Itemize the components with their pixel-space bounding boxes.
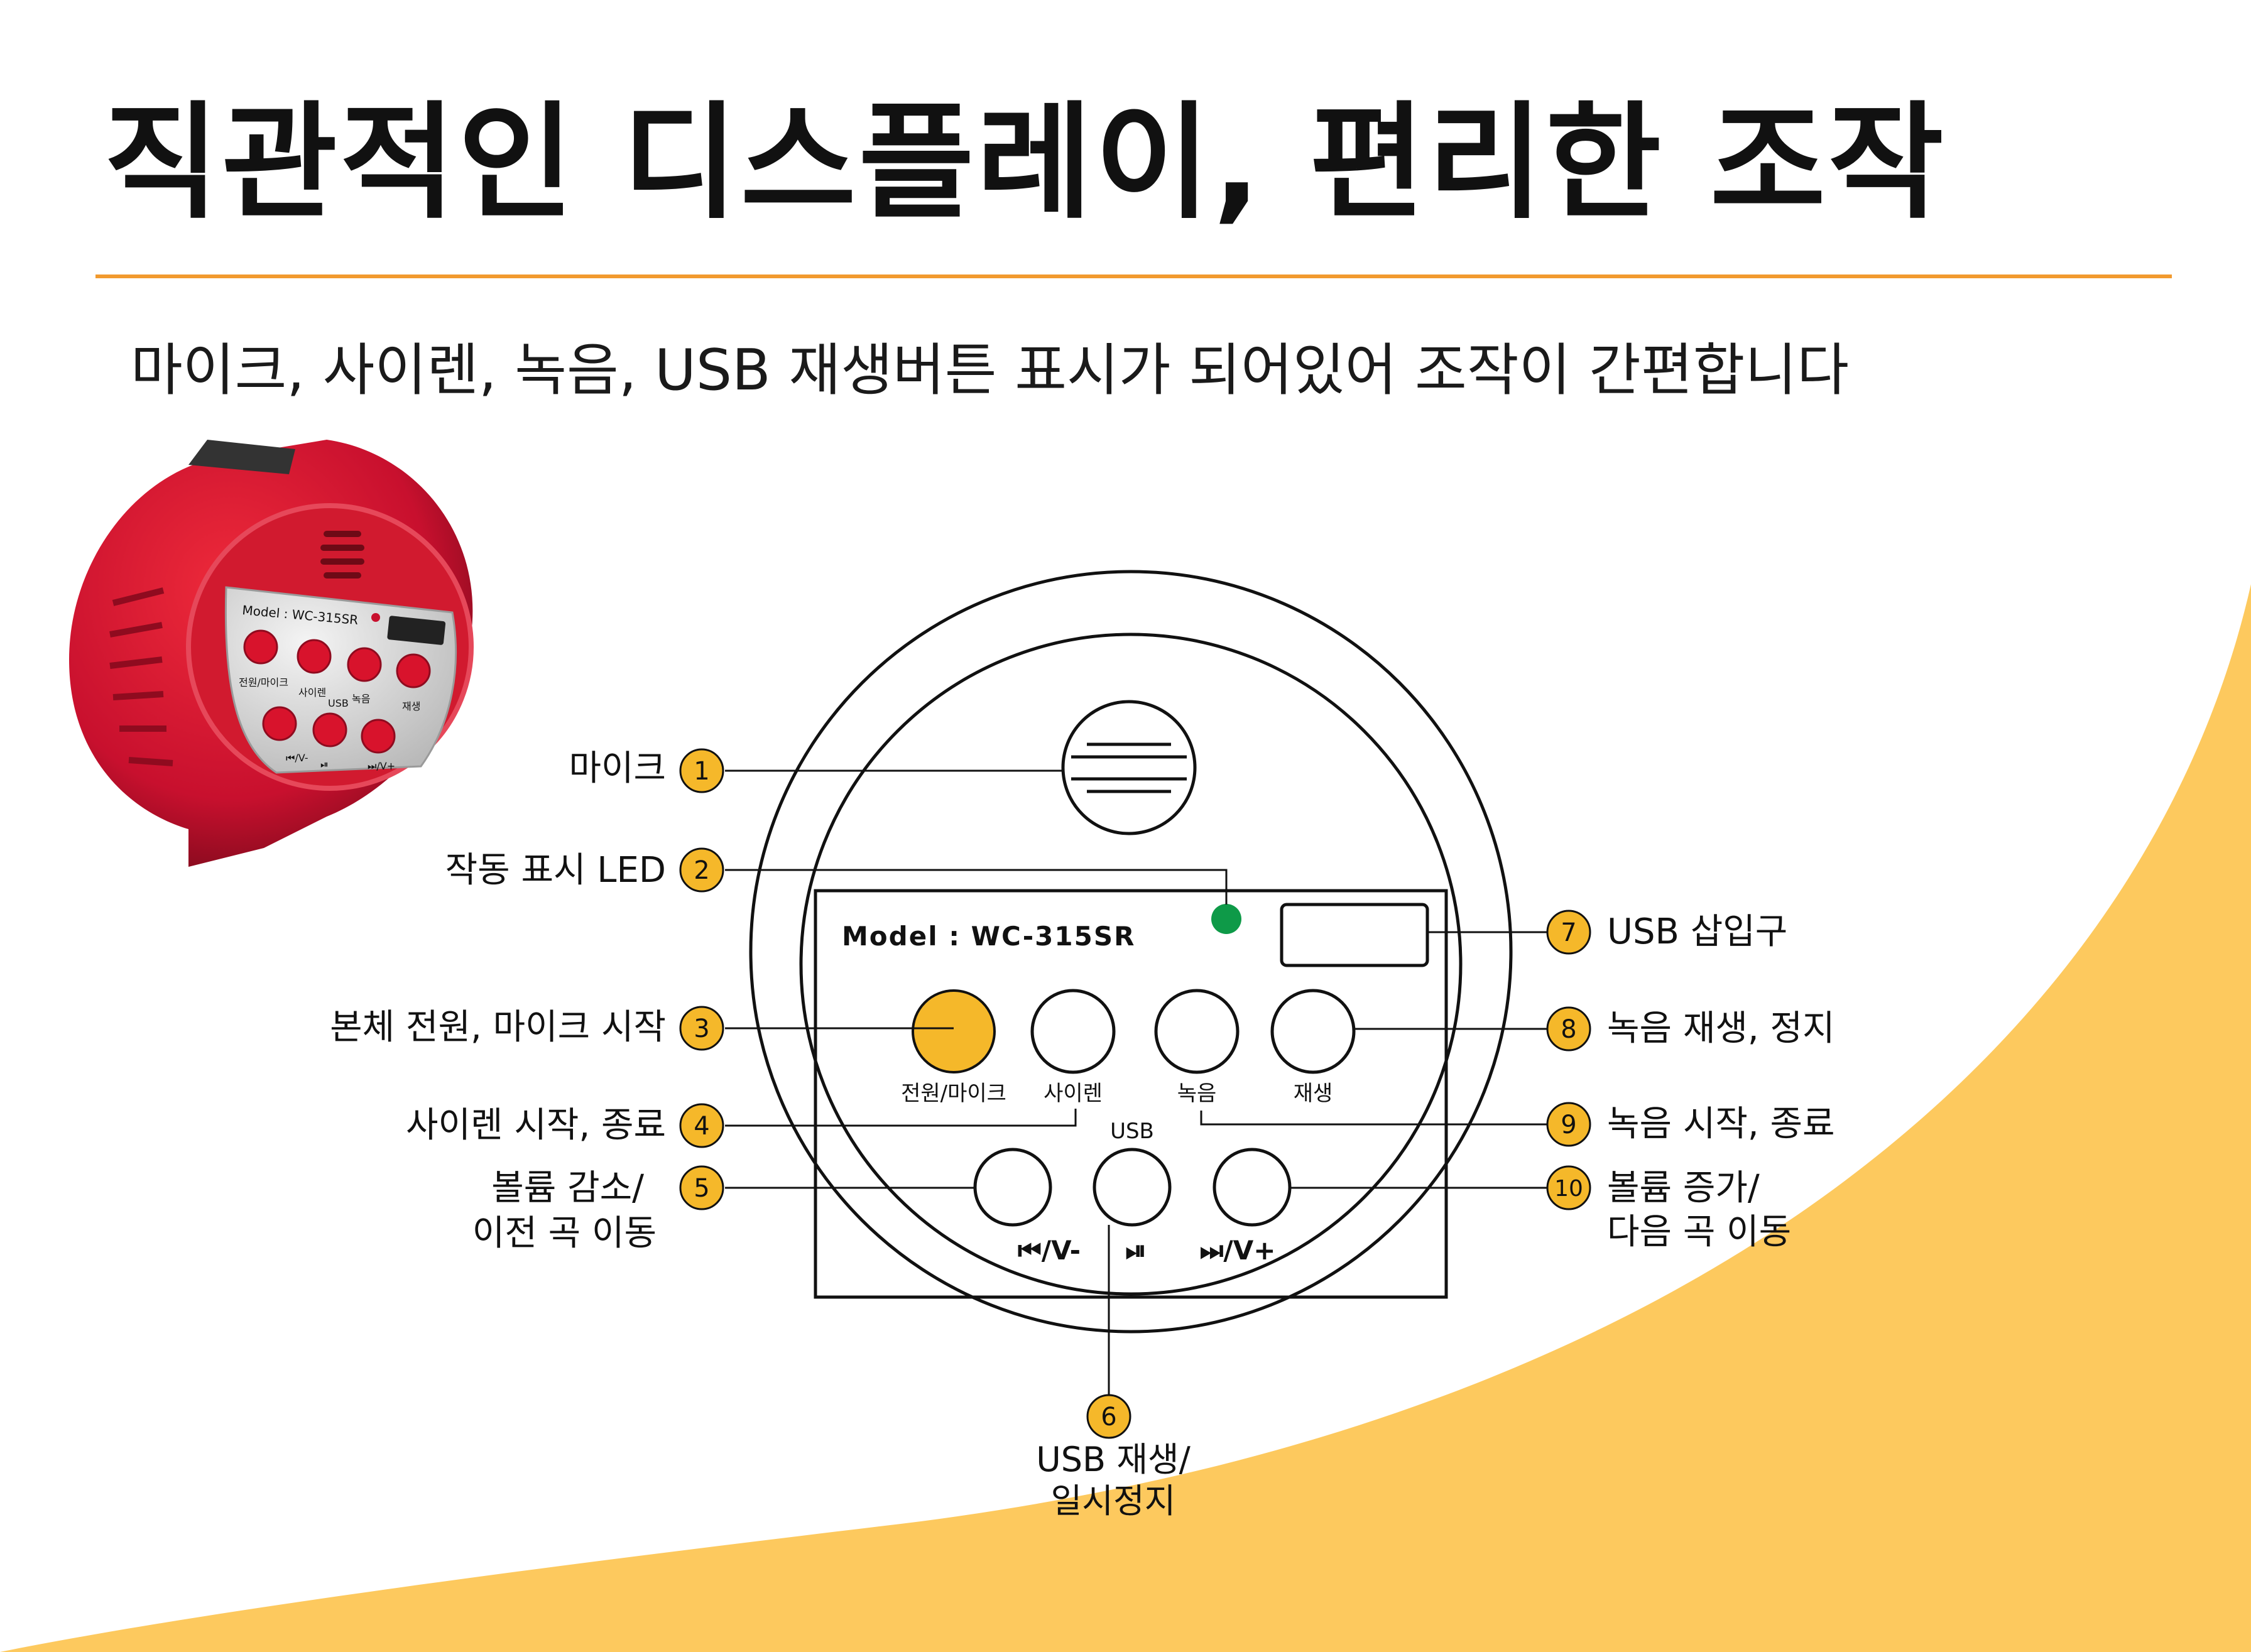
callout-2-label: 작동 표시 LED xyxy=(445,850,666,891)
svg-text:USB: USB xyxy=(328,697,349,709)
usb-slot xyxy=(1280,903,1429,967)
callout-10-label-1: 볼륨 증가/ xyxy=(1607,1168,1760,1209)
callout-6: 6 USB 재생/ 일시정지 xyxy=(1036,1394,1191,1521)
callout-10-label-2: 다음 곡 이동 xyxy=(1607,1212,1791,1253)
callout-3-label: 본체 전원, 마이크 시작 xyxy=(330,1007,666,1048)
photo-buttons xyxy=(243,629,431,754)
svg-text:8: 8 xyxy=(1561,1015,1576,1044)
svg-text:4: 4 xyxy=(694,1112,709,1141)
play-button[interactable] xyxy=(1270,989,1356,1074)
callouts: 1 마이크 2 작동 표시 LED 3 본체 전원, 마이크 시작 4 사이렌 … xyxy=(330,748,1834,1521)
panel-model-label: Model : WC-315SR xyxy=(842,921,1135,952)
power-mic-button[interactable] xyxy=(912,989,996,1073)
photo-usb-slot xyxy=(387,616,446,645)
callout-6-label-2: 일시정지 xyxy=(1051,1481,1176,1521)
label-play: 재생 xyxy=(1294,1081,1333,1106)
svg-text:6: 6 xyxy=(1101,1403,1116,1432)
callout-6-label-1: USB 재생/ xyxy=(1036,1440,1191,1479)
label-record: 녹음 xyxy=(1177,1081,1217,1106)
svg-text:⏭/V+: ⏭/V+ xyxy=(368,760,395,772)
title-divider xyxy=(95,274,2172,278)
svg-text:7: 7 xyxy=(1561,918,1576,947)
callout-8-label: 녹음 재생, 정지 xyxy=(1607,1008,1835,1049)
prev-vol-down-button[interactable] xyxy=(973,1148,1052,1227)
svg-text:전원/마이크: 전원/마이크 xyxy=(239,677,288,688)
usb-play-pause-button[interactable] xyxy=(1093,1148,1172,1227)
label-prev-vol-down: ⏮/V- xyxy=(1018,1235,1081,1266)
callout-7-label: USB 삽입구 xyxy=(1607,911,1787,952)
label-next-vol-up: ⏭/V+ xyxy=(1200,1235,1276,1266)
speaker-grille xyxy=(1061,700,1197,835)
page-subtitle: 마이크, 사이렌, 녹음, USB 재생버튼 표시가 되어있어 조작이 간편합니… xyxy=(131,337,1850,403)
callout-9: 9 녹음 시작, 종료 xyxy=(1546,1102,1835,1147)
callout-5: 5 볼륨 감소/ 이전 곡 이동 xyxy=(472,1165,724,1254)
leader-lines xyxy=(725,769,1549,1396)
svg-text:9: 9 xyxy=(1561,1111,1576,1139)
label-play-pause: ⏯ xyxy=(1125,1235,1147,1266)
svg-text:5: 5 xyxy=(694,1174,709,1203)
svg-text:⏮/V-: ⏮/V- xyxy=(286,752,308,764)
svg-text:3: 3 xyxy=(694,1014,709,1043)
record-button[interactable] xyxy=(1154,989,1240,1074)
callout-1: 1 마이크 xyxy=(569,748,724,793)
svg-text:녹음: 녹음 xyxy=(352,693,370,705)
callout-1-label: 마이크 xyxy=(569,748,666,789)
callout-8: 8 녹음 재생, 정지 xyxy=(1546,1006,1835,1052)
label-siren: 사이렌 xyxy=(1044,1081,1103,1106)
photo-led xyxy=(371,613,380,622)
callout-3: 3 본체 전원, 마이크 시작 xyxy=(330,1006,724,1051)
panel-diagram: Model : WC-315SR 전원/마이크 사이렌 녹음 재생 USB ⏮/… xyxy=(749,570,1513,1334)
svg-text:2: 2 xyxy=(694,856,709,885)
callout-7: 7 USB 삽입구 xyxy=(1546,910,1787,955)
svg-text:10: 10 xyxy=(1554,1176,1583,1202)
inner-rim xyxy=(799,633,1463,1296)
control-panel-outline xyxy=(814,889,1448,1299)
photo-button-labels: 전원/마이크 사이렌 USB 녹음 재생 ⏮/V- ⏯ ⏭/V+ xyxy=(239,677,420,772)
svg-text:⏯: ⏯ xyxy=(320,758,329,770)
callout-10: 10 볼륨 증가/ 다음 곡 이동 xyxy=(1546,1165,1791,1253)
led-indicator xyxy=(1211,904,1241,934)
callout-2: 2 작동 표시 LED xyxy=(445,847,724,893)
next-vol-up-button[interactable] xyxy=(1213,1148,1292,1227)
svg-text:사이렌: 사이렌 xyxy=(298,687,326,698)
callout-4: 4 사이렌 시작, 종료 xyxy=(406,1103,724,1148)
svg-text:재생: 재생 xyxy=(402,700,420,712)
page-title: 직관적인 디스플레이, 편리한 조작 xyxy=(104,90,1946,236)
callout-5-label-2: 이전 곡 이동 xyxy=(472,1213,657,1254)
callout-5-label-1: 볼륨 감소/ xyxy=(491,1168,644,1209)
body-ribs xyxy=(109,587,173,766)
photo-speaker-grille xyxy=(320,531,364,579)
siren-button[interactable] xyxy=(1030,989,1116,1074)
handle-strap xyxy=(188,440,295,474)
label-power-mic: 전원/마이크 xyxy=(901,1081,1006,1106)
svg-text:1: 1 xyxy=(694,757,709,786)
callout-4-label: 사이렌 시작, 종료 xyxy=(406,1105,666,1146)
callout-9-label: 녹음 시작, 종료 xyxy=(1607,1104,1835,1144)
outer-rim xyxy=(749,570,1513,1334)
label-usb: USB xyxy=(1110,1119,1154,1144)
product-photo: Model : WC-315SR 전원/마이크 사이렌 USB 녹음 재생 ⏮/… xyxy=(69,440,474,867)
